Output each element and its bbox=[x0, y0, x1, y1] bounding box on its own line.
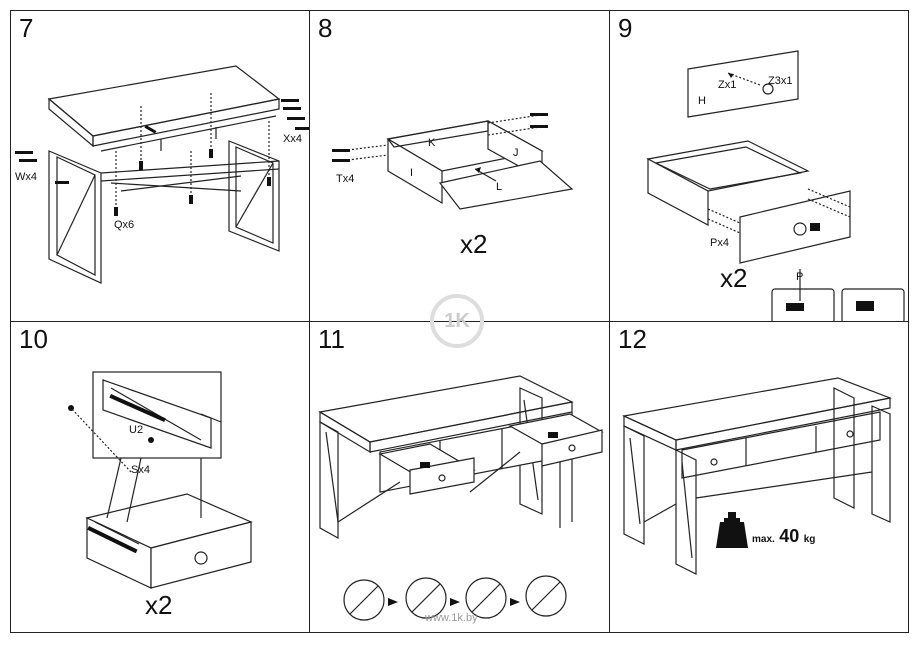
step-number: 9 bbox=[618, 13, 633, 43]
label-q: Qx6 bbox=[114, 219, 135, 231]
multiplier: x2 bbox=[145, 590, 173, 620]
label-t: Tx4 bbox=[336, 173, 355, 185]
step-11-panel: 11 bbox=[309, 321, 610, 633]
step-number: 7 bbox=[19, 13, 34, 43]
step-number: 12 bbox=[618, 324, 647, 354]
max-prefix: max. bbox=[752, 534, 775, 545]
multiplier: x2 bbox=[460, 229, 488, 259]
label-i: I bbox=[410, 167, 414, 179]
step-number: 11 bbox=[318, 324, 345, 354]
step-12-illustration bbox=[622, 377, 893, 575]
label-zx: Zx1 bbox=[718, 79, 737, 91]
watermark-logo-text: 1K bbox=[444, 310, 470, 332]
label-h: H bbox=[698, 95, 706, 107]
label-x: Xx4 bbox=[283, 133, 302, 145]
max-load-label: max. 40 kg bbox=[752, 526, 815, 547]
watermark-logo: 1K bbox=[430, 294, 484, 348]
watermark-url: www.1k.by bbox=[425, 612, 478, 624]
step-11-illustration bbox=[318, 375, 604, 621]
step-10-panel: 10 bbox=[10, 321, 310, 633]
step-12-panel: 12 bbox=[609, 321, 909, 633]
label-w: Wx4 bbox=[15, 171, 37, 183]
label-u: U2 bbox=[129, 424, 144, 436]
step-7-illustration bbox=[15, 65, 309, 284]
step-10-illustration bbox=[68, 371, 253, 589]
max-unit: kg bbox=[803, 534, 816, 545]
step-number: 8 bbox=[318, 13, 333, 43]
multiplier: x2 bbox=[720, 263, 748, 293]
label-l: L bbox=[496, 181, 503, 193]
step-number: 10 bbox=[19, 324, 48, 354]
step-8-panel: 8 bbox=[309, 10, 610, 322]
step-9-illustration bbox=[646, 50, 905, 321]
label-p: P bbox=[796, 271, 804, 283]
weight-icon bbox=[716, 512, 748, 548]
label-j: J bbox=[513, 147, 519, 159]
max-value: 40 bbox=[779, 526, 800, 546]
label-k: K bbox=[428, 137, 436, 149]
label-px: Px4 bbox=[710, 237, 729, 249]
step-7-panel: 7 bbox=[10, 10, 310, 322]
step-8-illustration bbox=[332, 113, 574, 210]
label-s: Sx4 bbox=[131, 464, 150, 476]
step-9-panel: 9 bbox=[609, 10, 909, 322]
label-z3: Z3x1 bbox=[768, 75, 793, 87]
